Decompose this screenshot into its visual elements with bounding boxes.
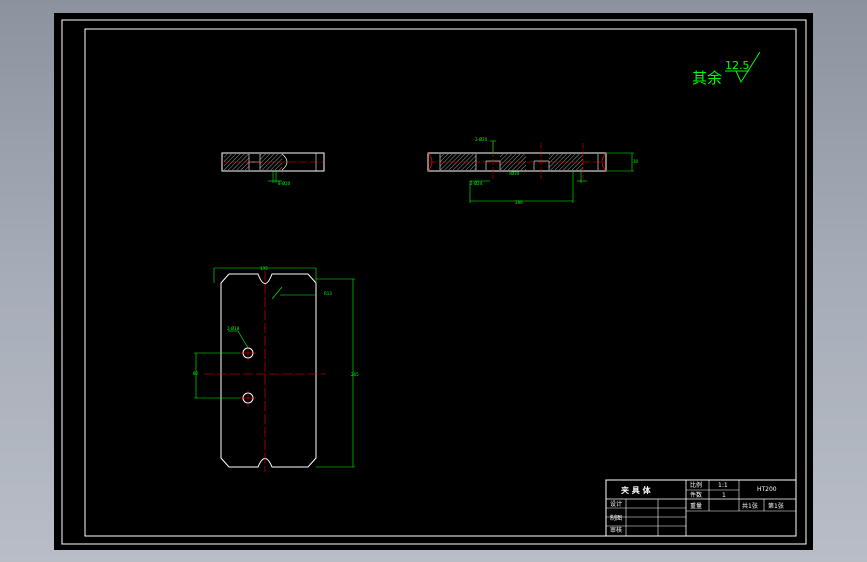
roughness-value: 12.5 (725, 59, 750, 72)
tb-qty-label: 件数 (690, 491, 702, 499)
dim-hole-label: 2-Ø18 (227, 326, 240, 331)
dim-right-height: 265 (351, 372, 359, 377)
dim-front-hole: 2-Ø24 (470, 181, 483, 186)
dim-front-length: 286 (515, 200, 523, 205)
title-block: 夹 具 体 比例 1:1 件数 1 HT200 重量 共1张 第1张 设计 制图… (605, 479, 797, 537)
tb-drafter-label: 制图 (610, 514, 622, 522)
cad-viewport[interactable]: 其余 12.5 8-Ø20 (54, 13, 813, 550)
dim-top-width: 135 (260, 266, 268, 271)
tb-part-name: 夹 具 体 (621, 485, 652, 495)
tb-sheet-total: 共1张 (742, 502, 758, 510)
dim-left-spacing: 80 (193, 371, 199, 376)
inner-border (84, 28, 797, 537)
tb-sheet-num: 第1张 (768, 502, 784, 510)
side-view: 8-Ø20 (221, 152, 325, 186)
tb-material: HT200 (757, 486, 777, 493)
front-view: 2-Ø20 286 2-Ø24 Ø30 30 (427, 137, 639, 205)
dim-side-view: 8-Ø20 (278, 181, 291, 186)
tb-scale-value: 1:1 (718, 482, 728, 489)
roughness-prefix: 其余 (692, 69, 722, 87)
plan-view: 135 265 80 2-Ø18 R13 (193, 266, 359, 472)
tb-weight-label: 重量 (690, 502, 702, 510)
tb-qty-value: 1 (722, 492, 726, 499)
dim-front-top: 2-Ø20 (475, 137, 488, 142)
roughness-note: 其余 12.5 (692, 51, 761, 87)
technical-drawing: 其余 12.5 8-Ø20 (61, 19, 807, 545)
dim-front-thickness: 30 (633, 159, 639, 164)
tb-review-label: 审核 (610, 526, 622, 534)
outer-border (61, 19, 807, 545)
tb-design-label: 设计 (610, 500, 622, 508)
tb-scale-label: 比例 (690, 481, 702, 489)
dim-right-notch: R13 (324, 291, 332, 296)
dim-front-mid: Ø30 (511, 171, 520, 176)
